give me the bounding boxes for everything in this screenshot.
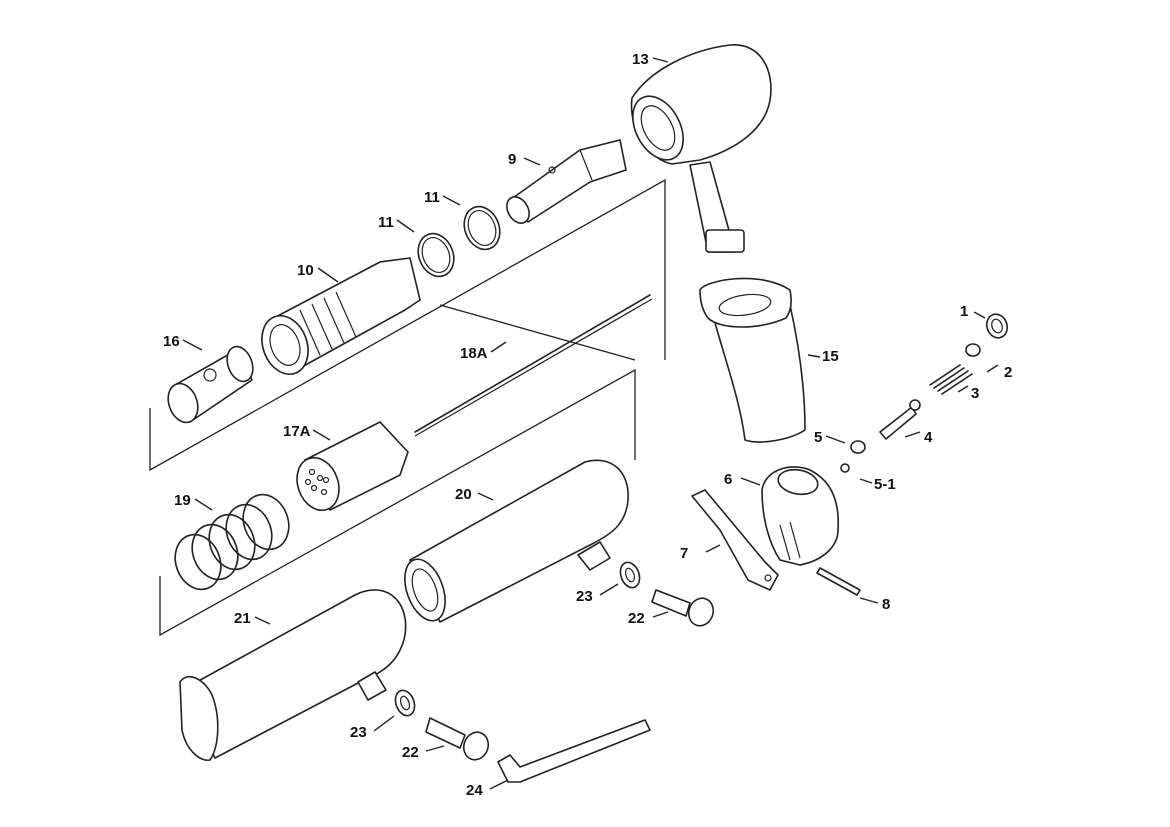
part-21-main-housing [179,589,407,761]
part-18A-rod [414,294,653,437]
part-10-cylinder [261,257,421,375]
label-3: 3 [971,385,979,402]
label-5-1: 5-1 [874,476,896,493]
part-22-screws [425,589,715,761]
label-11-b: 11 [378,214,394,231]
label-2: 2 [1004,364,1012,381]
label-5: 5 [814,429,822,446]
valve-small-parts [840,313,1009,473]
assembly-frame [149,178,666,637]
part-19-spring [174,493,290,591]
label-10: 10 [297,262,314,279]
leader-lines [182,57,999,790]
label-20: 20 [455,486,472,503]
label-19: 19 [174,492,191,509]
label-24: 24 [466,782,483,799]
label-11-a: 11 [424,189,440,206]
part-24-hex-key [497,719,651,783]
label-4: 4 [924,429,933,446]
label-23-upper: 23 [576,588,593,605]
part-6-valve-body [761,466,840,566]
label-9: 9 [508,151,516,168]
label-16: 16 [163,333,180,350]
part-15-grip [699,277,806,443]
label-22-upper: 22 [628,610,645,627]
part-11-o-rings [417,205,501,278]
label-21: 21 [234,610,251,627]
label-15: 15 [822,348,839,365]
label-6: 6 [724,471,732,488]
part-23-washers [394,561,641,717]
part-8-pin [816,567,861,596]
part-9-valve-sleeve [506,139,627,224]
label-13: 13 [632,51,649,68]
label-22-lower: 22 [402,744,419,761]
part-16-nozzle [167,345,254,424]
part-labels: 13 9 11 11 10 16 18A 17A 19 20 21 23 22 … [163,51,1012,799]
part-7-trigger-lever [691,489,779,591]
label-8: 8 [882,596,890,613]
label-7: 7 [680,545,688,562]
part-20-barrel [404,459,629,623]
label-23-lower: 23 [350,724,367,741]
part-17A-piston [296,421,409,512]
label-1: 1 [960,303,968,320]
label-18A: 18A [460,345,488,362]
part-13-handle-body [630,44,772,253]
label-17A: 17A [283,423,311,440]
